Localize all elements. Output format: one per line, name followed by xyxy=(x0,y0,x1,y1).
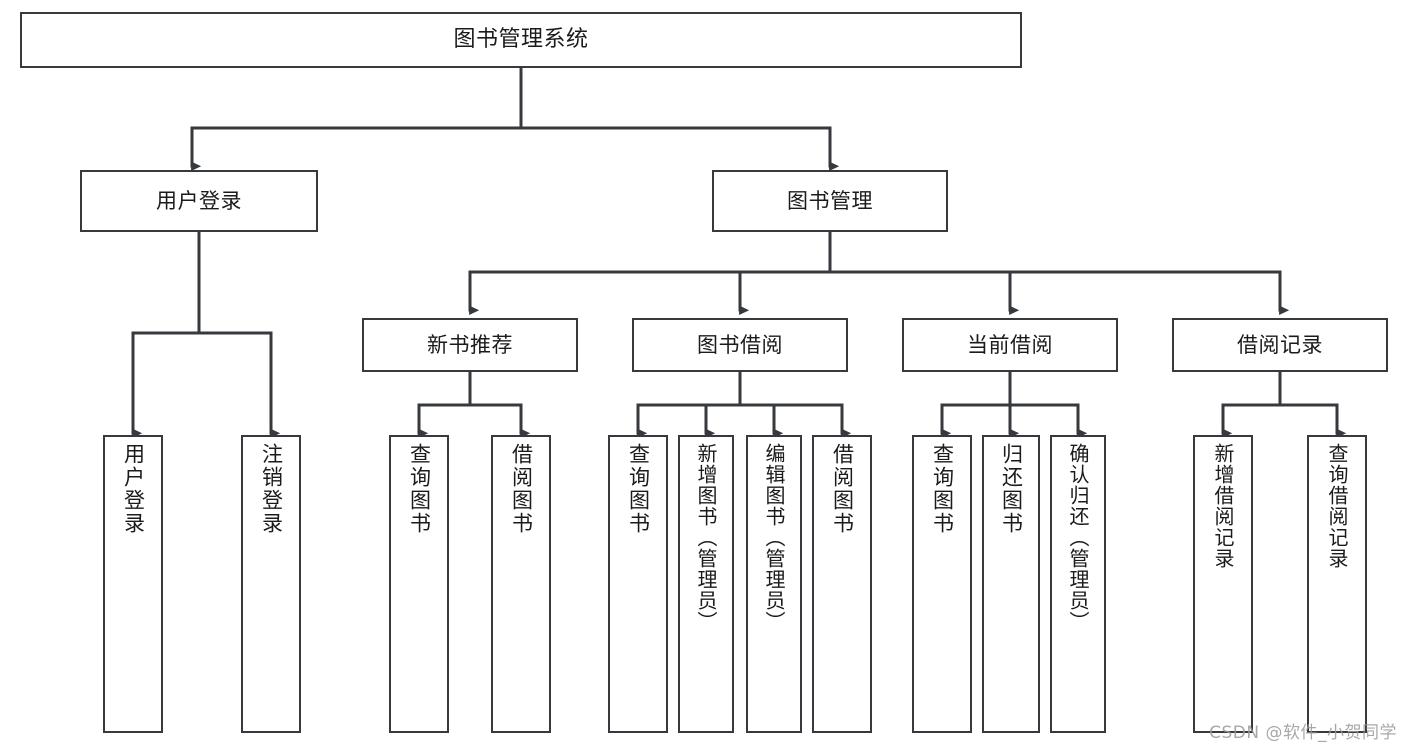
node-leaf-confirm-return-label: 确认归还（管理员） xyxy=(1066,443,1090,632)
node-book-manage-label: 图书管理 xyxy=(787,188,873,213)
node-leaf-edit-book[interactable]: 编辑图书（管理员） xyxy=(746,435,802,733)
node-current-borrow[interactable]: 当前借阅 xyxy=(902,318,1118,372)
node-leaf-logout[interactable]: 注销登录 xyxy=(241,435,301,733)
node-borrow-record[interactable]: 借阅记录 xyxy=(1172,318,1388,372)
node-leaf-add-book[interactable]: 新增图书（管理员） xyxy=(678,435,734,733)
node-user-login[interactable]: 用户登录 xyxy=(80,170,318,232)
node-leaf-borrow-book-2[interactable]: 借阅图书 xyxy=(812,435,872,733)
node-leaf-logout-label: 注销登录 xyxy=(259,443,284,535)
node-leaf-borrow-book-1[interactable]: 借阅图书 xyxy=(491,435,551,733)
node-leaf-add-record-label: 新增借阅记录 xyxy=(1211,443,1235,569)
node-leaf-add-record[interactable]: 新增借阅记录 xyxy=(1193,435,1253,733)
node-root-label: 图书管理系统 xyxy=(453,27,589,53)
node-leaf-borrow-book-2-label: 借阅图书 xyxy=(830,443,855,535)
watermark: CSDN @软件_小贺同学 xyxy=(1209,723,1397,743)
node-user-login-label: 用户登录 xyxy=(156,188,242,213)
node-book-borrow[interactable]: 图书借阅 xyxy=(632,318,848,372)
node-leaf-borrow-book-1-label: 借阅图书 xyxy=(509,443,534,535)
node-leaf-query-book-3[interactable]: 查询图书 xyxy=(912,435,972,733)
node-leaf-query-book-2[interactable]: 查询图书 xyxy=(608,435,668,733)
node-leaf-confirm-return[interactable]: 确认归还（管理员） xyxy=(1050,435,1106,733)
node-leaf-query-record-label: 查询借阅记录 xyxy=(1325,443,1349,569)
node-book-borrow-label: 图书借阅 xyxy=(697,332,783,357)
node-book-manage[interactable]: 图书管理 xyxy=(712,170,948,232)
node-leaf-edit-book-label: 编辑图书（管理员） xyxy=(762,443,786,632)
node-leaf-query-book-2-label: 查询图书 xyxy=(626,443,651,535)
node-leaf-query-book-1-label: 查询图书 xyxy=(407,443,432,535)
node-borrow-record-label: 借阅记录 xyxy=(1237,332,1323,357)
node-leaf-add-book-label: 新增图书（管理员） xyxy=(694,443,718,632)
node-leaf-return-book[interactable]: 归还图书 xyxy=(982,435,1040,733)
node-leaf-query-book-3-label: 查询图书 xyxy=(930,443,955,535)
node-current-borrow-label: 当前借阅 xyxy=(967,332,1053,357)
node-new-book-recommend-label: 新书推荐 xyxy=(427,332,513,357)
node-leaf-query-book-1[interactable]: 查询图书 xyxy=(389,435,449,733)
node-leaf-return-book-label: 归还图书 xyxy=(999,443,1024,535)
node-new-book-recommend[interactable]: 新书推荐 xyxy=(362,318,578,372)
node-leaf-user-login[interactable]: 用户登录 xyxy=(103,435,163,733)
node-leaf-user-login-label: 用户登录 xyxy=(121,443,146,535)
node-leaf-query-record[interactable]: 查询借阅记录 xyxy=(1307,435,1367,733)
node-root-system[interactable]: 图书管理系统 xyxy=(20,12,1022,68)
